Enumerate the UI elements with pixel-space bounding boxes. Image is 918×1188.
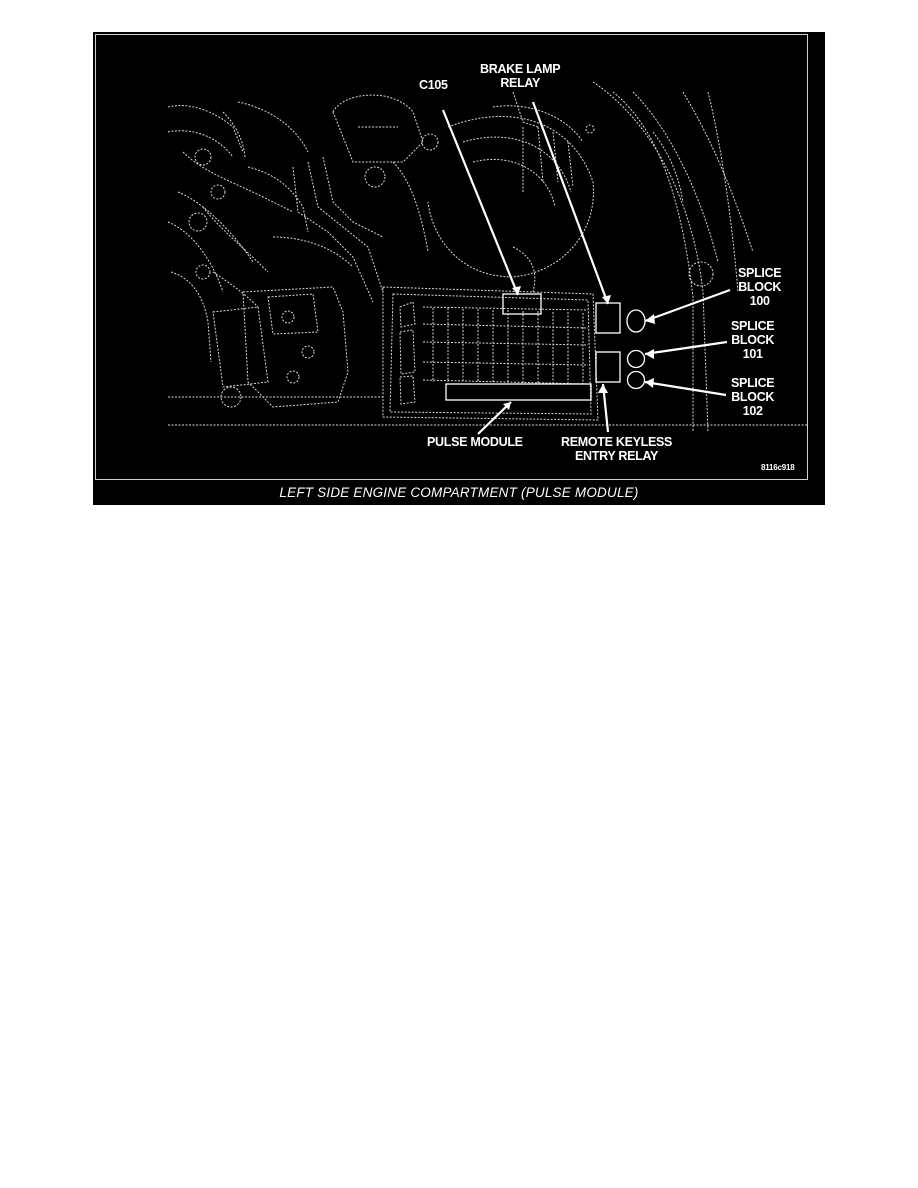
engine-compartment-figure: C105 BRAKE LAMP RELAY SPLICE BLOCK 100 S… <box>93 32 825 505</box>
splice-block-100-label: SPLICE BLOCK 100 <box>738 266 782 308</box>
splice-block-102-label: SPLICE BLOCK 102 <box>731 376 775 418</box>
figure-caption: LEFT SIDE ENGINE COMPARTMENT (PULSE MODU… <box>279 485 639 500</box>
figure-code: 8116c918 <box>761 463 795 472</box>
figure-frame <box>95 34 808 480</box>
remote-keyless-entry-relay-label: REMOTE KEYLESS ENTRY RELAY <box>561 435 673 463</box>
c105-label: C105 <box>419 78 448 92</box>
pulse-module-label: PULSE MODULE <box>427 435 523 449</box>
engine-compartment-illustration <box>167 81 808 435</box>
brake-lamp-relay-label: BRAKE LAMP RELAY <box>480 62 561 90</box>
splice-block-101-label: SPLICE BLOCK 101 <box>731 319 775 361</box>
